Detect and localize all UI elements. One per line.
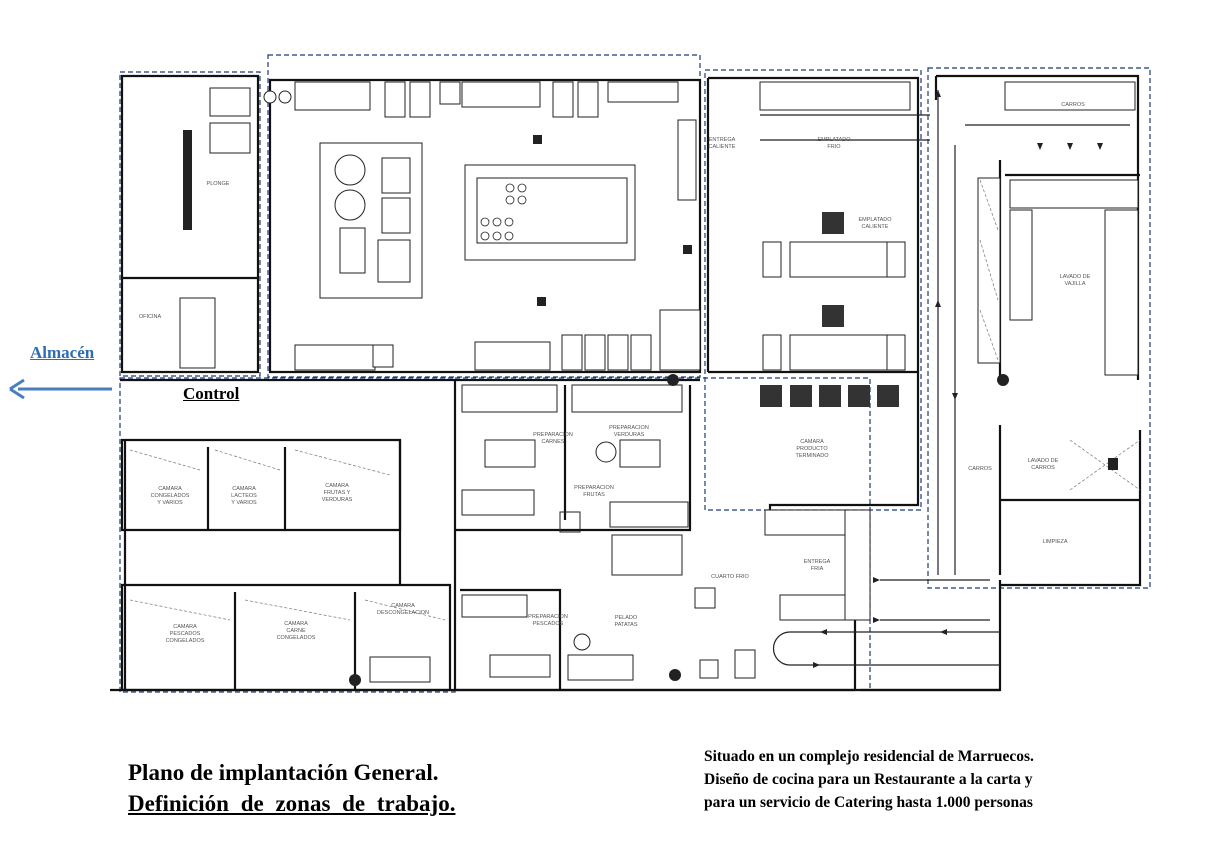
plan-title: Plano de implantación General. Definició… [128, 757, 455, 819]
dish-area [977, 81, 1141, 491]
room-label-plonge: PLONGE [207, 181, 230, 187]
almacen-arrow [9, 378, 112, 400]
almacen-label: Almacén [30, 343, 95, 362]
description-line3: para un servicio de Catering hasta 1.000… [704, 794, 1033, 811]
walls [110, 74, 1142, 692]
plan-title-line2: Definición de zonas de trabajo. [128, 791, 456, 816]
control-label: Control [183, 384, 240, 403]
room-label-carros-top: CARROS [1061, 102, 1085, 108]
plan-title-line1: Plano de implantación General. [128, 760, 439, 785]
description-line1: Situado en un complejo residencial de Ma… [704, 748, 1034, 765]
zone-lavado [927, 67, 1151, 589]
room-label-cuarto-frio: CUARTO FRIO [711, 574, 749, 580]
room-label-limpieza: LIMPIEZA [1042, 539, 1067, 545]
room-label-carros-bottom: CARROS [968, 466, 992, 472]
circulation-flows [760, 90, 1130, 668]
cold-room-shelving [129, 449, 446, 686]
plan-description: Situado en un complejo residencial de Ma… [704, 745, 1034, 814]
zone-plonge-oficina [119, 71, 261, 377]
description-line2: Diseño de cocina para un Restaurante a l… [704, 771, 1033, 788]
zone-camaras [119, 377, 456, 693]
work-zones [119, 54, 1151, 693]
room-label-oficina: OFICINA [139, 314, 162, 320]
kitchen-equipment [179, 81, 701, 371]
plating-equipment [759, 81, 911, 407]
prep-equipment [461, 374, 1009, 681]
